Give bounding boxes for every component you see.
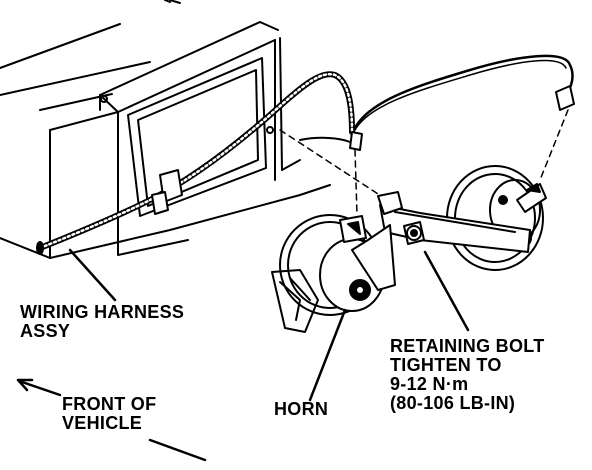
horn-front [271,214,396,333]
horn-rear [446,165,547,271]
retaining-bolt-label-line1: RETAINING BOLT [390,336,545,356]
retaining-bolt-label: RETAINING BOLT TIGHTEN TO 9-12 N·m (80-1… [390,337,545,413]
horn-label: HORN [274,400,328,419]
retaining-bolt-label-line2: TIGHTEN TO [390,355,502,375]
front-of-vehicle-label: FRONT OF VEHICLE [62,395,156,433]
front-arrow [16,378,207,462]
horn-label-text: HORN [274,399,329,419]
leader-horn [308,308,347,402]
wiring-harness-label-line1: WIRING HARNESS [20,302,185,322]
leader-harness [68,248,117,302]
wiring-harness-conduit [36,54,575,255]
retaining-bolt-label-line4: (80-106 LB-IN) [390,393,516,413]
mounting-bracket [99,21,279,256]
frame-panel [0,0,331,259]
wiring-harness-label: WIRING HARNESS ASSY [20,303,184,341]
wiring-harness-label-line2: ASSY [20,321,71,341]
front-of-vehicle-line1: FRONT OF [62,394,157,414]
alignment-guides [279,109,569,216]
retaining-bolt [403,221,425,245]
leader-lines [68,248,470,402]
leader-bolt [423,250,470,332]
front-of-vehicle-line2: VEHICLE [62,413,143,433]
retaining-bolt-label-line3: 9-12 N·m [390,374,469,394]
